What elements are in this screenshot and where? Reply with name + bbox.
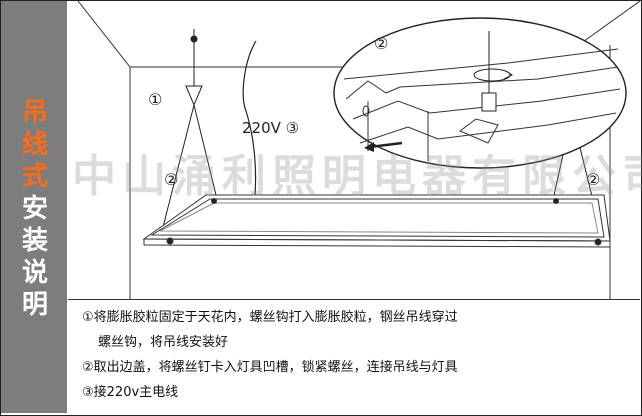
sidebar-title: 吊 线 式 安 装 说 明 xyxy=(15,97,55,321)
screw-detail xyxy=(473,31,513,112)
step-label-1: ① xyxy=(148,90,162,109)
instruction-step-2: ②取出边盖，将螺丝钉卡入灯具凹槽，锁紧螺丝，连接吊线与灯具 xyxy=(82,360,458,375)
instruction-step-3: ③接220v主电线 xyxy=(82,385,179,400)
instruction-notes: ①将膨胀胶粒固定于天花内，螺丝钩打入膨胀胶粒，钢丝吊线穿过 螺丝钩，将吊线安装好… xyxy=(82,305,632,405)
arrow-left-icon xyxy=(364,141,403,152)
title-char: 线 xyxy=(21,130,48,160)
instruction-step-1-cont: 螺丝钩，将吊线安装好 xyxy=(98,335,229,350)
title-char: 说 xyxy=(21,258,48,288)
left-hanger xyxy=(159,29,217,240)
title-char: 式 xyxy=(21,162,48,192)
power-cable xyxy=(242,40,257,207)
voltage-label: 220V ③ xyxy=(242,119,299,137)
installation-diagram: ① ② ② ② 220V ③ xyxy=(77,1,640,299)
divider xyxy=(68,299,640,300)
watermark: 中山涌利照明电器有限公司 xyxy=(72,151,642,202)
light-fixture xyxy=(142,194,611,248)
step-label-2-right: ② xyxy=(586,170,600,189)
title-char: 安 xyxy=(21,194,48,224)
sidebar: 吊 线 式 安 装 说 明 xyxy=(1,1,67,413)
title-char: 吊 xyxy=(21,98,48,128)
detail-zoom xyxy=(333,17,627,169)
step-label-2-left: ② xyxy=(164,170,178,189)
title-char: 装 xyxy=(21,226,48,256)
step-label-2-detail: ② xyxy=(374,34,388,53)
instruction-step-1: ①将膨胀胶粒固定于天花内，螺丝钩打入膨胀胶粒，钢丝吊线穿过 xyxy=(82,310,458,325)
title-char: 明 xyxy=(21,290,48,320)
